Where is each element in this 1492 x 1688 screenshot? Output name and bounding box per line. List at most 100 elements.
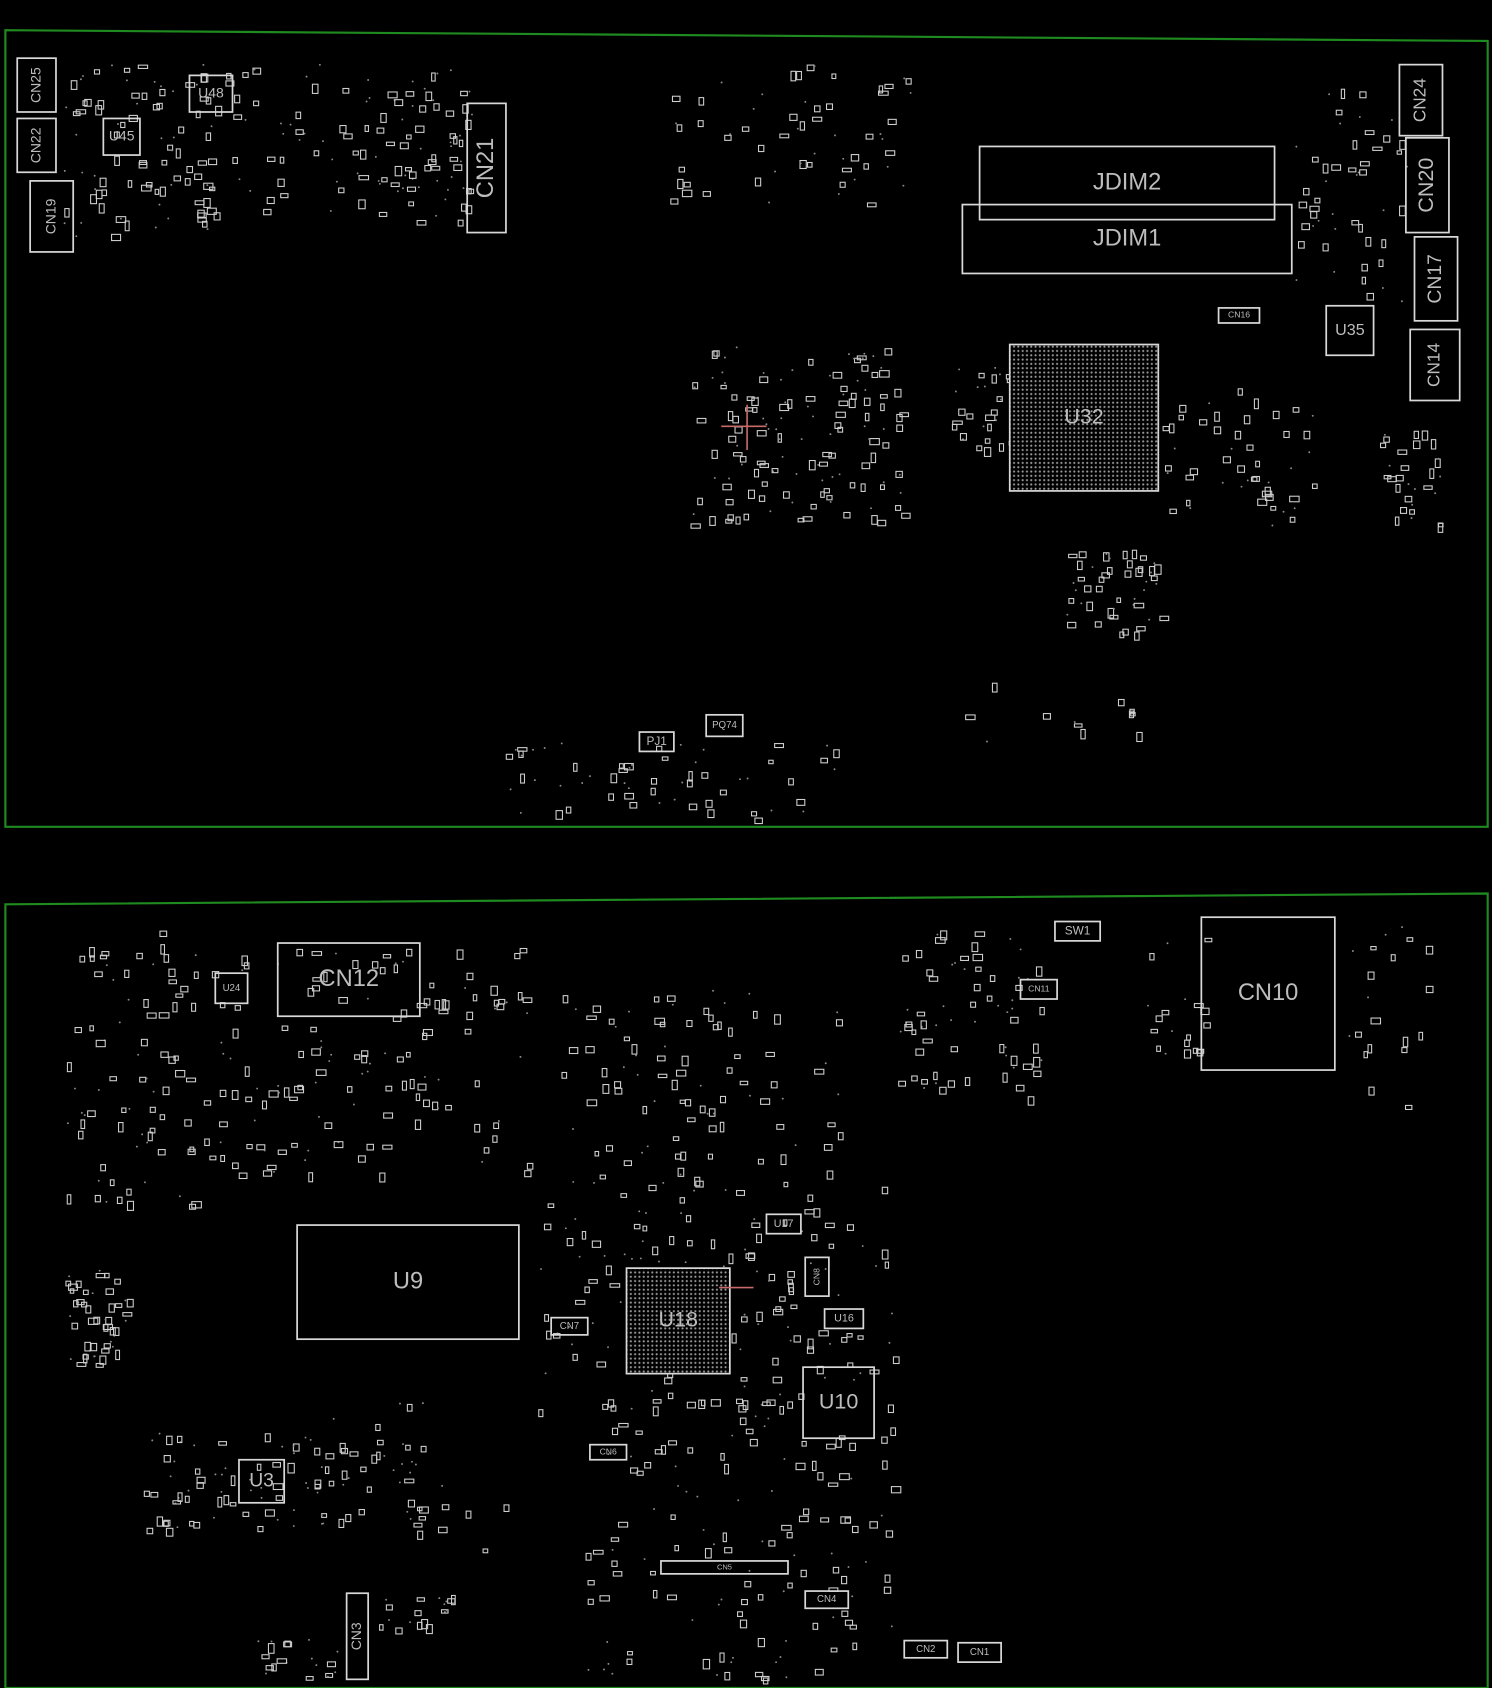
bottom-board-outline xyxy=(4,892,1489,1688)
via xyxy=(249,1489,252,1492)
pad xyxy=(837,426,844,433)
pad xyxy=(702,1658,711,1670)
component-cn10[interactable]: CN10 xyxy=(1200,916,1336,1071)
component-u35[interactable]: U35 xyxy=(1325,304,1375,357)
component-cn16[interactable]: CN16 xyxy=(1217,307,1261,324)
via xyxy=(735,346,738,349)
pad xyxy=(904,1023,913,1032)
pad xyxy=(840,385,848,393)
pad xyxy=(256,1463,262,1471)
component-u17[interactable]: U17 xyxy=(765,1213,802,1235)
pad xyxy=(1128,710,1135,719)
via xyxy=(1325,180,1328,183)
via xyxy=(785,1676,788,1679)
pad xyxy=(266,196,275,205)
pad xyxy=(75,109,87,115)
pad xyxy=(95,189,103,200)
pad xyxy=(146,1527,154,1535)
pad xyxy=(656,1055,666,1062)
component-cn3[interactable]: CN3 xyxy=(345,1592,370,1681)
pad xyxy=(93,69,101,75)
pad xyxy=(987,423,992,432)
component-cn6[interactable]: CN6 xyxy=(589,1443,628,1461)
via xyxy=(443,1603,446,1606)
via xyxy=(63,222,66,225)
component-u9[interactable]: U9 xyxy=(296,1224,520,1341)
component-cn8[interactable]: CN8 xyxy=(804,1256,830,1297)
via xyxy=(770,1490,773,1492)
component-cn2[interactable]: CN2 xyxy=(903,1639,949,1659)
component-cn11[interactable]: CN11 xyxy=(1019,978,1058,1000)
via xyxy=(791,501,794,504)
component-jdim1[interactable]: JDIM1 xyxy=(961,203,1293,275)
component-u32[interactable]: U32 xyxy=(1008,343,1160,492)
component-outline xyxy=(903,1639,949,1659)
pad xyxy=(1314,197,1321,204)
component-outline xyxy=(1409,328,1461,402)
via xyxy=(1012,1066,1015,1069)
component-cn1[interactable]: CN1 xyxy=(957,1641,1002,1663)
pad xyxy=(194,173,203,181)
component-u48[interactable]: U48 xyxy=(188,74,234,113)
via xyxy=(787,1326,789,1329)
component-u18[interactable]: U18 xyxy=(625,1267,731,1375)
pad xyxy=(884,83,894,90)
component-cn17[interactable]: CN17 xyxy=(1413,236,1459,322)
pad xyxy=(759,376,769,384)
pad xyxy=(205,132,212,141)
pad xyxy=(960,955,969,962)
component-outline xyxy=(705,713,744,738)
pad xyxy=(1401,1047,1408,1054)
component-u16[interactable]: U16 xyxy=(823,1308,865,1330)
component-u45[interactable]: U45 xyxy=(102,117,141,156)
pad xyxy=(1164,465,1172,472)
component-sw1[interactable]: SW1 xyxy=(1054,920,1102,942)
via xyxy=(385,1598,388,1601)
component-outline xyxy=(276,942,421,1018)
component-cn24[interactable]: CN24 xyxy=(1398,63,1444,137)
via xyxy=(104,1318,107,1321)
via xyxy=(1334,227,1337,230)
pad xyxy=(414,1610,422,1617)
component-label: U24 xyxy=(223,983,241,994)
component-pj1[interactable]: PJ1 xyxy=(638,731,675,753)
pad xyxy=(648,1184,657,1192)
pad xyxy=(432,1101,439,1111)
component-cn5[interactable]: CN5 xyxy=(660,1560,789,1575)
pad xyxy=(739,1417,747,1426)
component-pq74[interactable]: PQ74 xyxy=(705,713,744,738)
via xyxy=(864,1560,867,1563)
via xyxy=(1267,481,1270,484)
component-cn19[interactable]: CN19 xyxy=(29,180,75,253)
via xyxy=(712,989,714,992)
pad xyxy=(898,1080,907,1087)
pad xyxy=(636,1470,644,1476)
component-cn12[interactable]: CN12 xyxy=(276,942,421,1018)
via xyxy=(994,366,997,369)
component-cn14[interactable]: CN14 xyxy=(1409,328,1461,402)
via xyxy=(720,81,723,84)
pad xyxy=(823,488,830,494)
via xyxy=(611,1672,614,1675)
component-u3[interactable]: U3 xyxy=(238,1458,286,1504)
pad xyxy=(340,1447,349,1455)
component-cn21[interactable]: CN21 xyxy=(466,102,507,234)
component-label: CN16 xyxy=(1228,310,1250,320)
component-cn7[interactable]: CN7 xyxy=(550,1316,589,1336)
component-cn20[interactable]: CN20 xyxy=(1405,136,1450,234)
pad xyxy=(162,1086,170,1096)
component-cn25[interactable]: CN25 xyxy=(16,57,57,113)
pad xyxy=(456,949,464,960)
pad xyxy=(826,1443,836,1450)
pad xyxy=(884,1574,891,1583)
component-u10[interactable]: U10 xyxy=(802,1366,875,1440)
pad xyxy=(719,1652,725,1663)
via xyxy=(603,1254,606,1257)
component-cn22[interactable]: CN22 xyxy=(16,117,57,174)
component-cn4[interactable]: CN4 xyxy=(804,1590,850,1610)
via xyxy=(1293,507,1296,510)
component-u24[interactable]: U24 xyxy=(214,972,249,1005)
pad xyxy=(803,1508,810,1516)
component-jdim2[interactable]: JDIM2 xyxy=(978,145,1276,221)
